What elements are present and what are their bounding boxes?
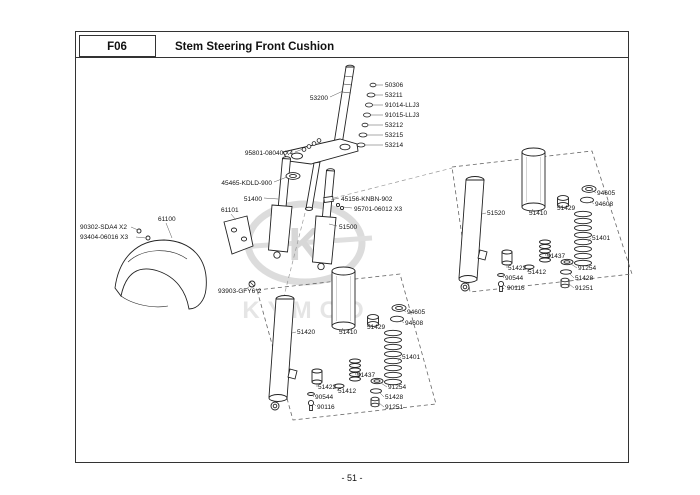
- part-label-53214: 53214: [385, 142, 403, 149]
- part-label-90302: 90302-SDA4 X2: [80, 224, 127, 231]
- part-label-91014-llj3: 91014-LLJ3: [385, 102, 420, 109]
- fender-screw-drawing: [248, 280, 256, 288]
- header-code-box: [79, 35, 156, 57]
- part-label-53212: 53212: [385, 122, 403, 129]
- part-label-right-51401: 51401: [592, 235, 610, 242]
- part-label-right-90116: 90116: [507, 285, 525, 292]
- part-label-center-51410: 51410: [339, 329, 357, 336]
- part-label-center-51401: 51401: [402, 354, 420, 361]
- part-label-center-94605: 94605: [407, 309, 425, 316]
- part-label-51400: 51400: [244, 196, 262, 203]
- part-label-center-51429: 51429: [367, 324, 385, 331]
- part-label-center-91254: 91254: [388, 384, 406, 391]
- part-label-61101: 61101: [221, 207, 239, 214]
- part-label-95701: 95701-06012 X3: [354, 206, 402, 213]
- fork-legs-drawing: [268, 156, 345, 271]
- assembly-connectors: [280, 167, 453, 309]
- part-label-center-94608: 94608: [405, 320, 423, 327]
- part-labels: 53200 50306 53211 91014-LLJ3 91015-LLJ3 …: [80, 82, 615, 411]
- part-label-right-94605: 94605: [597, 190, 615, 197]
- part-label-right-51412: 51412: [528, 269, 546, 276]
- part-label-95801: 95801-08040 X4: [245, 150, 293, 157]
- header-code: F06: [107, 41, 127, 53]
- part-label-53200: 53200: [310, 95, 328, 102]
- page-title: Stem Steering Front Cushion: [175, 41, 334, 53]
- part-label-45465: 45465-KDLD-900: [221, 180, 272, 187]
- part-label-center-51420: 51420: [297, 329, 315, 336]
- front-fender-drawing: [114, 228, 207, 310]
- part-label-right-94608: 94608: [595, 201, 613, 208]
- leader-lines: [130, 84, 383, 291]
- part-label-50306: 50306: [385, 82, 403, 89]
- bearing-drawing: [285, 172, 301, 180]
- part-label-right-90544: 90544: [505, 275, 523, 282]
- part-label-right-51428: 51428: [575, 275, 593, 282]
- part-label-53211: 53211: [385, 92, 403, 99]
- part-label-right-51437: 51437: [547, 253, 565, 260]
- part-label-91015-llj3: 91015-LLJ3: [385, 112, 420, 119]
- page-border: [75, 31, 629, 463]
- part-label-51500: 51500: [339, 224, 357, 231]
- part-label-93404: 93404-06016 X3: [80, 234, 128, 241]
- part-label-center-51437: 51437: [357, 372, 375, 379]
- footer-page-number: - 51 -: [341, 473, 362, 483]
- part-label-61100: 61100: [158, 216, 176, 223]
- part-label-right-51429: 51429: [557, 205, 575, 212]
- part-label-45156: 45156-KNBN-902: [341, 196, 393, 203]
- part-label-53215: 53215: [385, 132, 403, 139]
- stem-bolts-drawing: [301, 138, 322, 152]
- part-label-93903: 93903-GFY6*2: [218, 288, 262, 295]
- part-label-right-51422: 51422: [508, 265, 526, 272]
- part-label-right-51410: 51410: [529, 210, 547, 217]
- steering-stem-drawing: [282, 64, 359, 211]
- watermark-swoosh-icon: [239, 235, 373, 250]
- fender-stay-drawing: [223, 215, 254, 255]
- part-label-right-91251: 91251: [575, 285, 593, 292]
- part-label-center-90544: 90544: [315, 394, 333, 401]
- part-label-center-91251: 91251: [385, 404, 403, 411]
- part-label-right-91254: 91254: [578, 265, 596, 272]
- part-label-center-51428: 51428: [385, 394, 403, 401]
- part-label-right-51520: 51520: [487, 210, 505, 217]
- part-label-center-51422: 51422: [318, 384, 336, 391]
- part-label-center-51412: 51412: [338, 388, 356, 395]
- part-label-center-90116: 90116: [317, 404, 335, 411]
